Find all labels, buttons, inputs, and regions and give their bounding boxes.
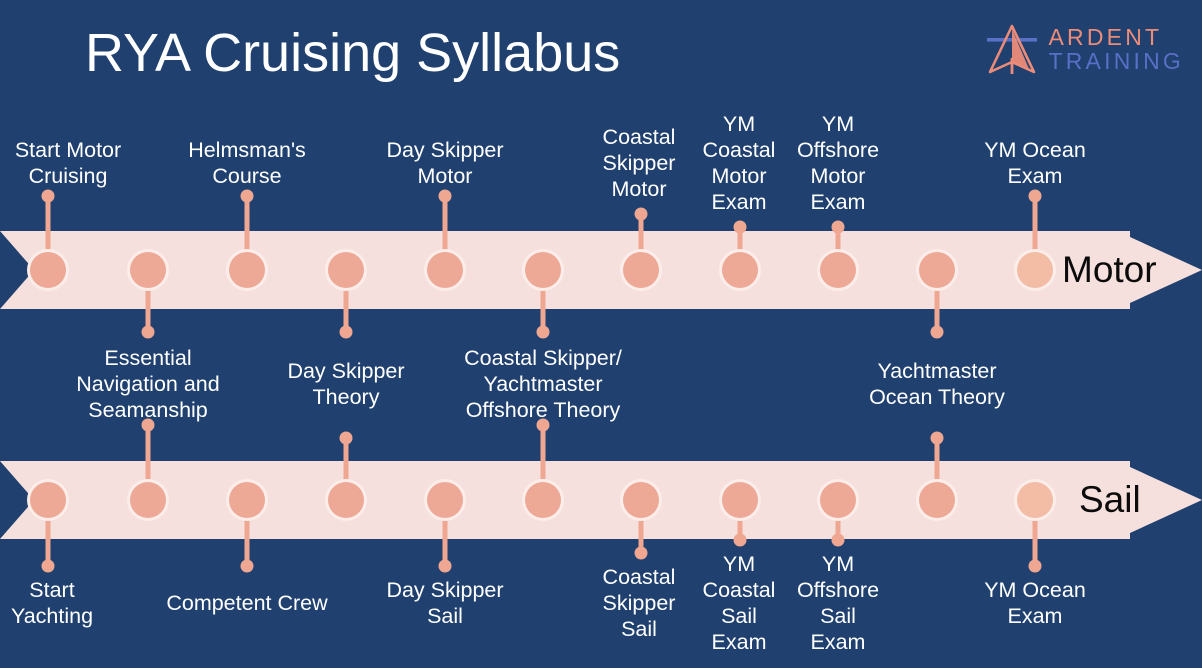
course-label-middle-3[interactable]: Yachtmaster Ocean Theory bbox=[869, 359, 1005, 409]
connector-dot-sail-up-2 bbox=[536, 418, 550, 432]
connector-dot-motor-up-5 bbox=[831, 220, 845, 234]
motor-caption: Motor bbox=[1062, 249, 1157, 290]
track-node-motor-8[interactable] bbox=[820, 252, 856, 288]
track-node-motor-9[interactable] bbox=[919, 252, 955, 288]
connector-dot-motor-up-2 bbox=[438, 189, 452, 203]
logo-text-ardent: ARDENT bbox=[1048, 24, 1163, 51]
track-node-sail-4[interactable] bbox=[427, 482, 463, 518]
course-label-middle-2[interactable]: Coastal Skipper/ Yachtmaster Offshore Th… bbox=[464, 346, 622, 422]
course-label-bottom-6[interactable]: YM Ocean Exam bbox=[984, 578, 1086, 628]
ardent-triangle-icon bbox=[986, 24, 1037, 74]
track-node-sail-2[interactable] bbox=[229, 482, 265, 518]
logo-text-training: TRAINING bbox=[1048, 48, 1184, 74]
connector-stem-sail-up-2 bbox=[540, 425, 546, 500]
connector-dot-motor-up-4 bbox=[733, 220, 747, 234]
connector-stem-sail-up-1 bbox=[343, 438, 349, 500]
track-node-sail-1[interactable] bbox=[130, 482, 166, 518]
track-node-motor-0[interactable] bbox=[30, 252, 66, 288]
connector-stem-motor-down-0 bbox=[145, 270, 151, 332]
track-node-sail-0[interactable] bbox=[30, 482, 66, 518]
connector-stem-sail-down-2 bbox=[442, 500, 448, 566]
connector-stem-motor-up-0 bbox=[45, 196, 51, 270]
connector-stem-sail-down-3 bbox=[638, 500, 644, 553]
connector-stem-motor-up-3 bbox=[638, 214, 644, 270]
connector-dot-sail-up-1 bbox=[339, 431, 353, 445]
connector-stem-sail-down-5 bbox=[835, 500, 841, 540]
ardent-training-logo: ARDENT TRAINING bbox=[985, 24, 1185, 76]
connector-dot-motor-up-1 bbox=[240, 189, 254, 203]
connector-dot-sail-down-5 bbox=[831, 533, 845, 547]
connector-stem-sail-down-0 bbox=[45, 500, 51, 566]
connector-stem-motor-down-1 bbox=[343, 270, 349, 332]
connector-dot-motor-down-3 bbox=[930, 325, 944, 339]
track-node-motor-3[interactable] bbox=[328, 252, 364, 288]
connector-dot-motor-down-2 bbox=[536, 325, 550, 339]
motor-track-arrow: Motor bbox=[0, 231, 1202, 309]
track-node-sail-10[interactable] bbox=[1017, 482, 1053, 518]
course-label-top-3[interactable]: Coastal Skipper Motor bbox=[602, 125, 676, 201]
connector-dot-motor-down-1 bbox=[339, 325, 353, 339]
connector-stem-motor-down-2 bbox=[540, 270, 546, 332]
sail-caption: Sail bbox=[1079, 479, 1141, 520]
track-node-sail-3[interactable] bbox=[328, 482, 364, 518]
course-label-bottom-1[interactable]: Competent Crew bbox=[166, 591, 328, 615]
connector-stem-motor-up-4 bbox=[737, 227, 743, 270]
course-label-top-6[interactable]: YM Ocean Exam bbox=[984, 138, 1086, 188]
connector-stem-sail-up-3 bbox=[934, 438, 940, 500]
course-label-top-4[interactable]: YM Coastal Motor Exam bbox=[702, 112, 776, 214]
sail-arrow-shape bbox=[0, 461, 1202, 539]
connector-stem-motor-down-3 bbox=[934, 270, 940, 332]
connector-dot-sail-down-3 bbox=[634, 546, 648, 560]
course-label-bottom-0[interactable]: Start Yachting bbox=[10, 578, 94, 628]
course-label-top-1[interactable]: Helmsman's Course bbox=[188, 138, 306, 188]
connector-stem-sail-down-1 bbox=[244, 500, 250, 566]
logo-wordmark: ARDENT TRAINING bbox=[1048, 24, 1185, 74]
connector-stem-motor-up-2 bbox=[442, 196, 448, 270]
course-label-top-2[interactable]: Day Skipper Motor bbox=[386, 138, 504, 188]
connector-stem-motor-up-6 bbox=[1032, 196, 1038, 270]
connector-dot-sail-up-3 bbox=[930, 431, 944, 445]
connector-dot-sail-down-2 bbox=[438, 559, 452, 573]
connector-dot-motor-down-0 bbox=[141, 325, 155, 339]
course-label-bottom-2[interactable]: Day Skipper Sail bbox=[386, 578, 504, 628]
track-node-motor-6[interactable] bbox=[623, 252, 659, 288]
sail-track-arrow: Sail bbox=[0, 461, 1202, 539]
connector-stem-sail-up-0 bbox=[145, 425, 151, 500]
track-node-sail-8[interactable] bbox=[820, 482, 856, 518]
track-node-motor-1[interactable] bbox=[130, 252, 166, 288]
course-label-bottom-5[interactable]: YM Offshore Sail Exam bbox=[796, 552, 880, 654]
connector-stem-sail-down-4 bbox=[737, 500, 743, 540]
connector-dot-sail-up-0 bbox=[141, 418, 155, 432]
track-node-motor-5[interactable] bbox=[525, 252, 561, 288]
course-label-bottom-4[interactable]: YM Coastal Sail Exam bbox=[702, 552, 776, 654]
course-label-bottom-3[interactable]: Coastal Skipper Sail bbox=[602, 565, 676, 641]
track-node-sail-7[interactable] bbox=[722, 482, 758, 518]
track-node-motor-10[interactable] bbox=[1017, 252, 1053, 288]
track-node-sail-5[interactable] bbox=[525, 482, 561, 518]
connector-dot-motor-up-0 bbox=[41, 189, 55, 203]
track-node-sail-6[interactable] bbox=[623, 482, 659, 518]
course-label-top-5[interactable]: YM Offshore Motor Exam bbox=[796, 112, 880, 214]
connector-dot-motor-up-6 bbox=[1028, 189, 1042, 203]
connector-stem-motor-up-1 bbox=[244, 196, 250, 270]
connector-dot-sail-down-4 bbox=[733, 533, 747, 547]
course-label-top-0[interactable]: Start Motor Cruising bbox=[14, 138, 122, 188]
connector-dot-motor-up-3 bbox=[634, 207, 648, 221]
connector-dot-sail-down-6 bbox=[1028, 559, 1042, 573]
track-node-sail-9[interactable] bbox=[919, 482, 955, 518]
connector-dot-sail-down-0 bbox=[41, 559, 55, 573]
page-title: RYA Cruising Syllabus bbox=[85, 23, 621, 83]
track-node-motor-2[interactable] bbox=[229, 252, 265, 288]
track-node-motor-7[interactable] bbox=[722, 252, 758, 288]
connector-stem-sail-down-6 bbox=[1032, 500, 1038, 566]
track-node-motor-4[interactable] bbox=[427, 252, 463, 288]
connector-dot-sail-down-1 bbox=[240, 559, 254, 573]
course-label-middle-0[interactable]: Essential Navigation and Seamanship bbox=[76, 346, 220, 422]
course-label-middle-1[interactable]: Day Skipper Theory bbox=[287, 359, 405, 409]
motor-arrow-shape bbox=[0, 231, 1202, 309]
connector-stem-motor-up-5 bbox=[835, 227, 841, 270]
